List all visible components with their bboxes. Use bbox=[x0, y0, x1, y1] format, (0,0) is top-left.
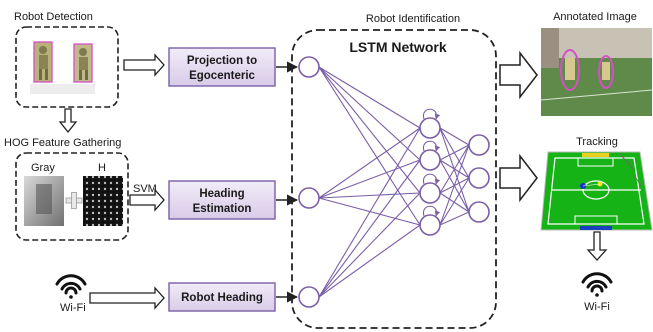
hidden-node bbox=[419, 182, 441, 204]
network-connection bbox=[318, 127, 421, 298]
network-connection bbox=[318, 192, 421, 298]
input-node bbox=[298, 56, 320, 78]
arrow-to-annotated-image bbox=[499, 50, 538, 100]
hog-frame bbox=[15, 152, 129, 241]
recurrent-loop bbox=[422, 140, 441, 152]
hidden-node bbox=[419, 149, 441, 171]
output-node bbox=[468, 201, 490, 223]
recurrent-loop bbox=[422, 173, 441, 185]
h-label: H bbox=[98, 162, 106, 174]
heading-line1: Heading bbox=[199, 188, 244, 200]
arrow-to-tracking bbox=[499, 153, 538, 203]
network-connection bbox=[318, 159, 421, 199]
network-connection bbox=[439, 177, 470, 226]
projection-line1: Projection to bbox=[187, 55, 257, 67]
gray-image bbox=[24, 176, 64, 226]
network-connection bbox=[439, 144, 470, 226]
robot-heading-box: Robot Heading bbox=[168, 282, 276, 312]
output-node bbox=[468, 134, 490, 156]
network-connection bbox=[439, 144, 470, 161]
projection-line2: Egocenteric bbox=[189, 70, 255, 82]
robot-detection-label: Robot Detection bbox=[14, 11, 93, 23]
tracking-field-image bbox=[540, 151, 653, 231]
lstm-network-title: LSTM Network bbox=[349, 39, 446, 55]
network-connection bbox=[318, 66, 421, 129]
tracking-label: Tracking bbox=[576, 136, 618, 148]
network-connection bbox=[439, 127, 470, 146]
projection-box: Projection to Egocenteric bbox=[168, 47, 276, 87]
lstm-network-graph bbox=[298, 56, 490, 308]
annotated-image bbox=[540, 28, 653, 116]
hidden-node bbox=[419, 117, 441, 139]
network-connection bbox=[318, 66, 421, 226]
wifi-left-label: Wi-Fi bbox=[60, 302, 86, 314]
robot-identification-label: Robot Identification bbox=[366, 13, 460, 25]
wifi-right-label: Wi-Fi bbox=[584, 301, 610, 313]
lstm-frame bbox=[291, 29, 497, 329]
robot-heading-text: Robot Heading bbox=[181, 292, 263, 304]
network-connection bbox=[318, 192, 421, 199]
heading-line2: Estimation bbox=[193, 203, 252, 215]
arrow-to-hog bbox=[58, 108, 78, 134]
plus-icon bbox=[65, 192, 83, 209]
detection-crops-image bbox=[30, 41, 95, 94]
annotated-image-label: Annotated Image bbox=[553, 11, 637, 23]
network-connection bbox=[318, 127, 421, 199]
wifi-icon bbox=[581, 272, 613, 297]
network-connection bbox=[318, 66, 421, 194]
hog-image bbox=[83, 176, 123, 226]
input-node bbox=[298, 187, 320, 209]
input-node bbox=[298, 286, 320, 308]
arrow-to-heading-estimation bbox=[129, 188, 165, 212]
robot-detection-frame bbox=[15, 26, 119, 108]
gray-label: Gray bbox=[31, 162, 55, 174]
svm-label: SVM bbox=[133, 183, 157, 195]
arrow-tracking-to-wifi bbox=[586, 231, 608, 261]
recurrent-loop bbox=[422, 205, 441, 217]
arrow-to-projection bbox=[123, 53, 165, 77]
network-connection bbox=[439, 211, 470, 226]
network-connection bbox=[318, 224, 421, 298]
hidden-node bbox=[419, 214, 441, 236]
network-connection bbox=[318, 159, 421, 298]
output-node bbox=[468, 167, 490, 189]
network-connection bbox=[439, 144, 470, 194]
recurrent-loop bbox=[422, 108, 441, 120]
heading-estimation-box: Heading Estimation bbox=[168, 180, 276, 220]
network-connection bbox=[318, 66, 421, 161]
arrow-to-robot-heading bbox=[89, 286, 165, 310]
hog-gathering-label: HOG Feature Gathering bbox=[4, 137, 121, 149]
wifi-icon bbox=[55, 274, 87, 299]
